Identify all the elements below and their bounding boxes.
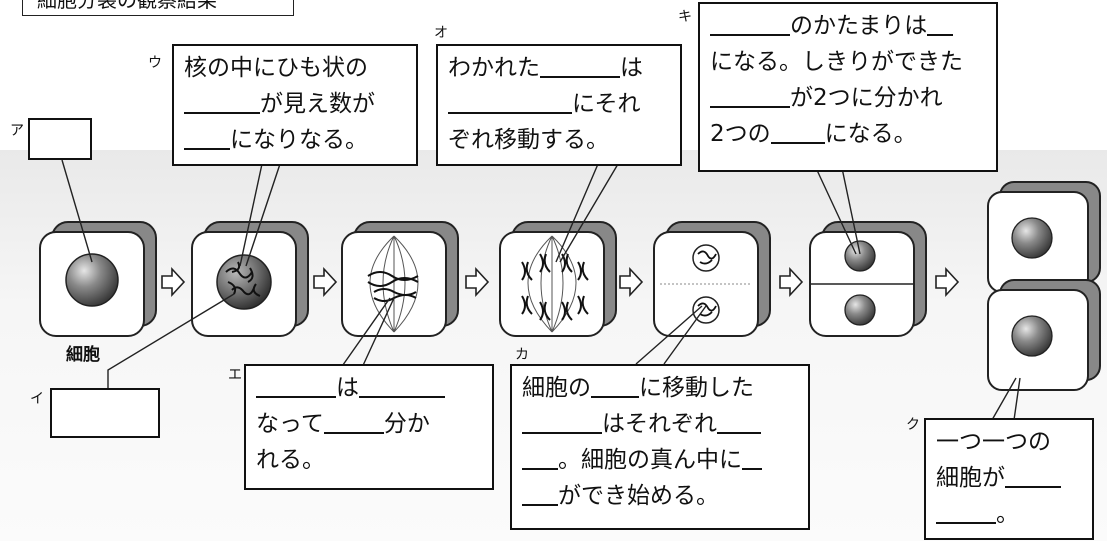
answer-box-a[interactable] — [28, 118, 92, 160]
cell-6 — [809, 221, 927, 337]
blank[interactable] — [522, 481, 558, 506]
label-i: イ — [30, 391, 44, 407]
blank[interactable] — [710, 11, 790, 36]
box-ki-line-4a: 2つの — [710, 121, 771, 147]
box-ka-line-3: 。細胞の真ん中に — [558, 447, 742, 473]
blank[interactable] — [359, 373, 445, 398]
blank[interactable] — [591, 373, 639, 398]
label-a: ア — [10, 123, 24, 139]
box-ki-line-4b: になる。 — [824, 121, 917, 147]
box-o-line-3: ぞれ移動する。 — [448, 127, 609, 153]
box-ku-line-2: 細胞が — [936, 465, 1005, 491]
page-title: 細胞分裂の観察結果 — [22, 0, 294, 16]
daughter-cells — [987, 181, 1101, 391]
blank[interactable] — [717, 409, 761, 434]
blank[interactable] — [522, 445, 558, 470]
box-o-line-2: にそれ — [572, 91, 641, 117]
cell-3 — [341, 221, 459, 337]
box-e-line-2b: 分か — [383, 411, 430, 437]
arrow-2 — [313, 266, 338, 298]
blank[interactable] — [448, 89, 572, 114]
box-ka-line-2: はそれぞれ — [602, 411, 717, 437]
box-ku-line-3: 。 — [996, 501, 1019, 527]
box-ka-line-4: ができ始める。 — [558, 483, 719, 509]
blank[interactable] — [522, 409, 602, 434]
label-ka: カ — [515, 347, 529, 363]
blank[interactable] — [936, 499, 996, 524]
box-ka-line-1a: 細胞の — [522, 375, 591, 401]
box-ku-line-1: 一つ一つの — [936, 429, 1051, 455]
arrow-6 — [935, 266, 960, 298]
box-ki-line-2: になる。しきりができた — [710, 49, 963, 75]
box-u-line-3: になりなる。 — [230, 127, 368, 153]
label-u: ウ — [148, 55, 162, 71]
label-ku: ク — [906, 417, 920, 433]
cell-4 — [499, 221, 617, 337]
text-box-u: 核の中にひも状の が見え数が になりなる。 — [172, 44, 418, 166]
blank[interactable] — [710, 83, 790, 108]
box-e-line-2a: なって — [256, 411, 324, 437]
text-box-ki: のかたまりは になる。しきりができた が2つに分かれ 2つの になる。 — [698, 2, 998, 172]
cell-label: 細胞 — [66, 345, 100, 365]
cell-1 — [39, 221, 157, 337]
box-o-line-1: わかれた — [448, 55, 540, 81]
text-box-e: は なって 分か れる。 — [244, 364, 494, 490]
arrow-4 — [619, 266, 644, 298]
box-u-line-1: 核の中にひも状の — [184, 55, 368, 81]
box-ki-line-3: が2つに分かれ — [790, 85, 943, 111]
blank[interactable] — [184, 125, 230, 150]
label-o: オ — [434, 25, 448, 41]
cell-2 — [191, 221, 309, 337]
text-box-ku: 一つ一つの 細胞が 。 — [924, 418, 1094, 540]
leader-lines — [61, 159, 1021, 421]
blank[interactable] — [540, 53, 620, 78]
label-ki: キ — [678, 9, 692, 25]
blank[interactable] — [323, 409, 384, 434]
box-ki-line-1: のかたまりは — [790, 13, 928, 39]
arrow-3 — [465, 266, 490, 298]
blank[interactable] — [742, 445, 762, 470]
text-box-o: わかれた は にそれ ぞれ移動する。 — [436, 44, 682, 166]
box-e-line-1: は — [336, 375, 359, 401]
text-box-ka: 細胞の に移動した はそれぞれ 。細胞の真ん中に ができ始める。 — [510, 364, 810, 530]
blank[interactable] — [256, 373, 336, 398]
box-o-line-1b: は — [620, 55, 643, 81]
box-u-line-2: が見え数が — [260, 91, 375, 117]
box-ka-line-1b: に移動した — [639, 375, 754, 401]
box-e-line-3: れる。 — [256, 447, 325, 473]
blank[interactable] — [927, 11, 954, 36]
blank[interactable] — [1005, 463, 1061, 488]
blank[interactable] — [184, 89, 260, 114]
arrow-5 — [779, 266, 804, 298]
label-e: エ — [228, 367, 242, 383]
cell-5 — [653, 221, 771, 337]
answer-box-i[interactable] — [50, 388, 160, 438]
blank[interactable] — [770, 119, 825, 144]
arrow-1 — [161, 266, 186, 298]
